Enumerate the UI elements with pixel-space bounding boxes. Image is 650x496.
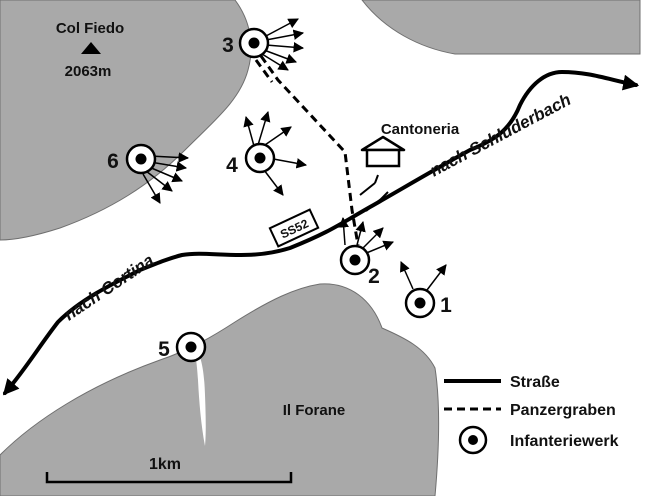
legend-work-icon [458, 425, 488, 455]
infanteriewerk-2-icon [339, 244, 371, 276]
road-sign-ss52 [268, 208, 320, 248]
work-number: 4 [226, 154, 238, 177]
cantoneria-label: Cantoneria [381, 121, 460, 138]
scale-label: 1km [149, 456, 181, 473]
work-number: 5 [158, 338, 170, 361]
work-4-fire-arrows [243, 110, 308, 196]
panzergraben-line [259, 55, 360, 246]
panzergraben-line-2 [254, 59, 274, 83]
infanteriewerk-3-icon [238, 27, 270, 59]
terrain-top-right [361, 0, 641, 55]
road-line [2, 70, 640, 396]
infanteriewerk-6-icon [125, 143, 157, 175]
infanteriewerk-1-icon [404, 287, 436, 319]
legend-trench-label: Panzergraben [510, 402, 616, 419]
work-number: 2 [368, 265, 380, 288]
work-2-fire-arrows [338, 216, 394, 255]
work-number: 6 [107, 150, 119, 173]
triangle-peak-icon [81, 42, 101, 54]
legend-road-label: Straße [510, 374, 560, 391]
work-6-fire-arrows [142, 152, 190, 204]
work-number: 3 [222, 34, 234, 57]
legend: Straße Panzergraben Infanteriewerk [444, 374, 619, 455]
infanteriewerk-5-icon [175, 331, 207, 363]
work-number: 1 [440, 294, 452, 317]
cantoneria-house-icon [360, 135, 406, 168]
infanteriewerk-4-icon [244, 142, 276, 174]
work-1-fire-arrows [400, 261, 447, 291]
scale-bar: 1km [45, 456, 293, 484]
work-3-fire-arrows [261, 18, 305, 71]
direction-cortina: nach Cortina [61, 251, 158, 325]
terrain-col-fiedo [0, 0, 252, 241]
legend-work-label: Infanteriewerk [510, 433, 619, 450]
peak-name: Col Fiedo [56, 20, 124, 37]
cantoneria-access [359, 174, 389, 212]
forane-label: Il Forane [283, 402, 346, 419]
peak-elevation: 2063m [65, 63, 112, 80]
